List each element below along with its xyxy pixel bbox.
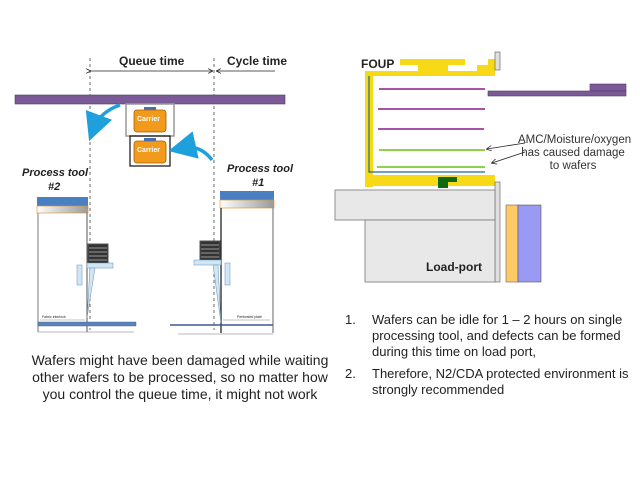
foup-graphic: [334, 51, 627, 283]
foup-label: FOUP: [361, 57, 395, 71]
tool-2-plate-label: Fabric interlock: [42, 315, 66, 319]
foup-diagram: FOUP AMC/Moisture/oxygen has caused dama…: [320, 0, 640, 300]
process-tool-1-number: #1: [252, 177, 265, 189]
loadport-stage: [334, 189, 496, 221]
kinematic-pin: [438, 177, 457, 188]
callout-arrow-2: [492, 151, 526, 163]
cycle-time-label: Cycle time: [227, 54, 288, 68]
carrier-top-handle: [144, 107, 156, 110]
foup-door-bottom: [494, 181, 501, 283]
transfer-arm-upper: [589, 83, 627, 92]
callout-line-2: has caused damage: [521, 147, 625, 159]
port-door-orange: [505, 204, 519, 283]
port-door-blue: [517, 204, 542, 283]
carrier-top-label: Carrier: [137, 116, 160, 123]
loadport-body: [364, 219, 496, 283]
queue-time-graphic: [14, 58, 286, 335]
note-item: 1. Wafers can be idle for 1 – 2 hours on…: [345, 312, 635, 360]
notes-list: 1. Wafers can be idle for 1 – 2 hours on…: [345, 312, 635, 404]
queue-time-label: Queue time: [119, 54, 185, 68]
process-tool-2: [36, 197, 137, 333]
damage-callout: AMC/Moisture/oxygen has caused damage to…: [518, 134, 632, 173]
transfer-arrow-to-tool-2: [85, 103, 121, 142]
note-text: Wafers can be idle for 1 – 2 hours on si…: [372, 312, 623, 359]
note-item: 2. Therefore, N2/CDA protected environme…: [345, 366, 635, 398]
note-text: Therefore, N2/CDA protected environment …: [372, 366, 629, 397]
callout-line-1: AMC/Moisture/oxygen: [518, 134, 632, 146]
callout-arrow-1: [487, 142, 526, 149]
note-number: 2.: [345, 366, 356, 381]
transfer-arrow-from-tool-1: [168, 131, 214, 162]
process-tool-2-number: #2: [48, 181, 61, 193]
loadport-label: Load-port: [426, 260, 482, 274]
overhead-rail: [14, 94, 286, 105]
note-number: 1.: [345, 312, 356, 327]
foup-door-top: [494, 51, 501, 71]
tool-1-plate-label: Perforated plate: [237, 315, 262, 319]
process-tool-1-name: Process tool: [227, 163, 294, 175]
queue-time-diagram: Queue time Cycle time Carrier Carrier Pr…: [0, 0, 320, 340]
process-tool-2-name: Process tool: [22, 167, 89, 179]
callout-line-3: to wafers: [549, 160, 597, 172]
process-tool-1: [170, 191, 275, 335]
left-caption: Wafers might have been damaged while wai…: [31, 352, 329, 402]
foup-inner-liner: [368, 76, 485, 173]
transfer-arm: [487, 90, 627, 97]
carrier-bottom-label: Carrier: [137, 147, 160, 154]
carrier-bottom-handle: [144, 138, 156, 141]
